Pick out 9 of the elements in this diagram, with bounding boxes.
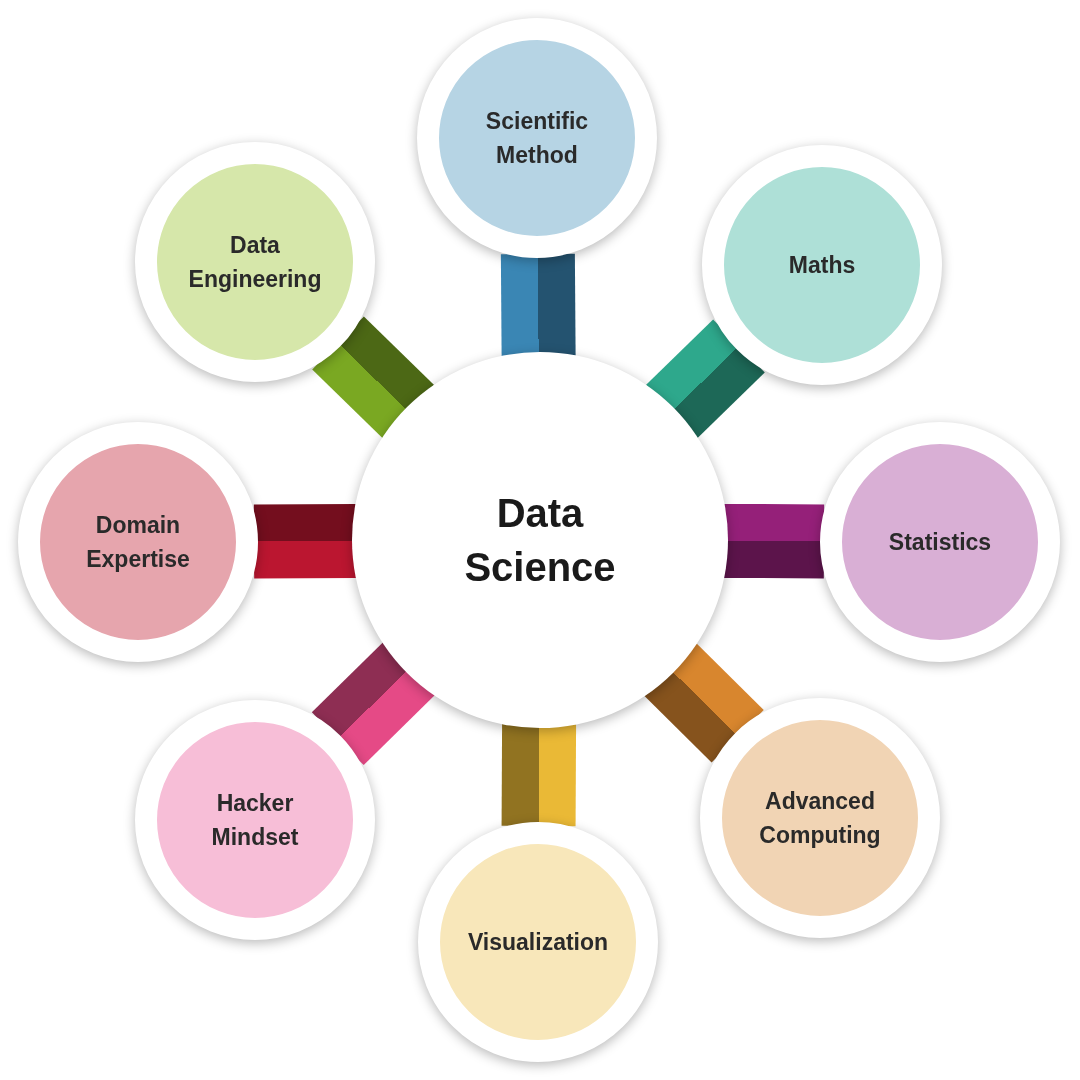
topic-label: Hacker Mindset (210, 788, 300, 852)
topic-label: Advanced Computing (758, 786, 882, 850)
topic-label: Maths (788, 250, 856, 280)
topic-label: Visualization (467, 927, 609, 957)
topic-label: Domain Expertise (85, 510, 191, 574)
topic-label: Scientific Method (484, 106, 590, 170)
topic-label: Statistics (888, 527, 992, 557)
hub-title: Data Science (463, 490, 617, 591)
topic-label: Data Engineering (187, 230, 323, 294)
